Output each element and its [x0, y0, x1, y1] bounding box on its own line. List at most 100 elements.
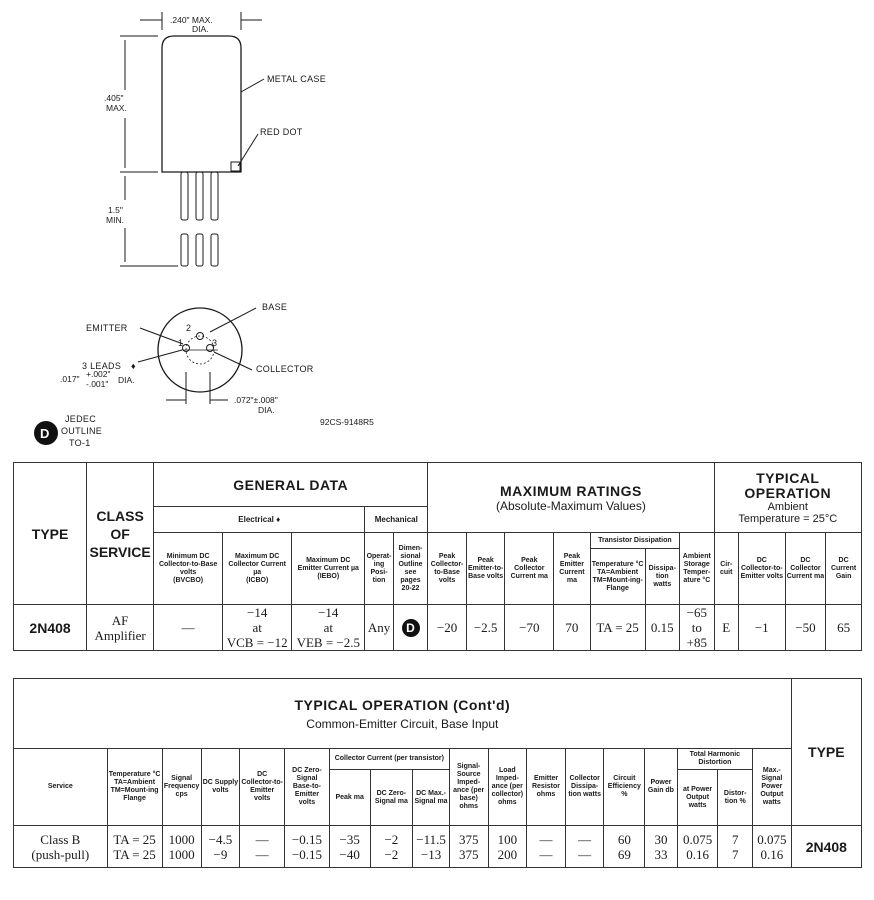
dim-lead: 1.5" [108, 205, 123, 215]
row-peak-eb: −2.5 [465, 604, 506, 651]
dim-height-max: MAX. [106, 103, 127, 113]
row-coll-diss: —— [564, 825, 605, 868]
lead-dia: .017" [60, 374, 80, 384]
row-bvcbo: — [153, 604, 224, 651]
base-label: BASE [262, 302, 287, 312]
type-header: TYPE [12, 462, 88, 605]
col-freq: Signal Frequency cps [161, 748, 202, 826]
metal-case [161, 35, 242, 173]
col-max: DC Max.-Signal ma [412, 769, 450, 826]
col-outline: Dimen-sional Outline see pages 20-22 [392, 532, 429, 605]
transistor-dissipation-header: Transistor Dissipation [589, 532, 681, 549]
col-iebo: Maximum DC Emitter Current µa(IEBO) [291, 532, 366, 605]
dim-lead-min: MIN. [106, 215, 124, 225]
row-outline: D [392, 604, 429, 651]
row-peak-cb: −20 [427, 604, 467, 651]
col-max-power: Max.-Signal Power Output watts [752, 748, 792, 826]
col-supply: DC Supply volts [200, 748, 241, 826]
col-icbo: Maximum DC Collector Current µa(ICBO) [222, 532, 293, 605]
dim-width: .240" MAX. [170, 15, 213, 25]
outline-d-icon: D [401, 618, 420, 637]
col-vce: DC Collector-to-Emitter volts [737, 532, 786, 605]
col-vce-2: DC Collector-to-Emitter volts [239, 748, 286, 826]
outline-drawing: .240" MAX. DIA. .405" MAX. 1.5" MIN. MET… [34, 12, 374, 448]
row-vbe: −0.15−0.15 [284, 825, 330, 868]
mechanical-header: Mechanical [364, 506, 429, 533]
col-vbe: DC Zero-Signal Base-to-Emitter volts [284, 748, 330, 826]
jedec-line-2: OUTLINE [61, 426, 102, 436]
row-temp: TA = 25 [589, 604, 646, 651]
col-temp: Temperature °C TA=Ambient TM=Mount-ing-F… [589, 548, 646, 605]
metal-case-label: METAL CASE [267, 74, 326, 84]
row-peak: −35−40 [328, 825, 371, 868]
typical-op-cont-header: TYPICAL OPERATION (Cont'd) Common-Emitte… [13, 678, 792, 749]
collector-current-header: Collector Current (per transistor) [328, 748, 450, 770]
jedec-badge [34, 421, 58, 445]
row-peak-ie: 70 [553, 604, 591, 651]
row-vce-2: —— [239, 825, 286, 868]
pin-2: 2 [186, 323, 191, 333]
row-emit-res: —— [526, 825, 566, 868]
jedec-line-3: TO-1 [69, 438, 91, 448]
leads-label: 3 LEADS [82, 361, 121, 371]
row-vce: −1 [737, 604, 786, 651]
lead-dia-word: DIA. [118, 375, 135, 385]
col-ic: DC Collector Current ma [784, 532, 827, 605]
pin-circle-dim: .072"±.008" [234, 395, 278, 405]
col-at-power: at Power Output watts [676, 769, 719, 826]
dim-width-dia: DIA. [192, 24, 209, 34]
col-service: Service [13, 748, 108, 826]
col-dissipation: Dissipa-tion watts [644, 548, 681, 605]
row-circuit: E [713, 604, 739, 651]
electrical-header: Electrical ♦ [153, 506, 366, 533]
thd-header: Total Harmonic Distortion [676, 748, 754, 770]
col-peak-ic: Peak Collector Current ma [504, 532, 555, 605]
pin-3: 3 [212, 338, 217, 348]
row-peak-ic: −70 [504, 604, 555, 651]
col-gain: DC Current Gain [825, 532, 862, 605]
red-dot-marker [230, 161, 241, 172]
red-dot-label: RED DOT [260, 127, 303, 137]
col-storage: Ambient Storage Temper-ature °C [679, 532, 715, 605]
general-data-header: GENERAL DATA [153, 462, 429, 507]
col-zero: DC Zero-Signal ma [369, 769, 414, 826]
lead-dia-minus: -.001" [86, 379, 108, 389]
row-position: Any [364, 604, 394, 651]
col-peak: Peak ma [328, 769, 371, 826]
drawing-number: 92CS-9148R5 [320, 417, 374, 427]
row-dissipation: 0.15 [644, 604, 681, 651]
diamond-icon: ♦ [131, 361, 136, 371]
typical-op-header: TYPICAL OPERATION Ambient Temperature = … [713, 462, 863, 533]
col-distortion: Distor-tion % [717, 769, 753, 826]
col-coll-diss: Collector Dissipa-tion watts [564, 748, 605, 826]
col-peak-cb: Peak Collector-to-Base volts [427, 532, 467, 605]
row-supply: −4.5−9 [200, 825, 241, 868]
col-load-imp: Load Imped-ance (per collector) ohms [487, 748, 528, 826]
row-zero: −2−2 [369, 825, 414, 868]
col-position: Operat-ing Posi-tion [364, 532, 394, 605]
col-circuit: Cir-cuit [713, 532, 739, 605]
max-ratings-header: MAXIMUM RATINGS (Absolute-Maximum Values… [427, 462, 715, 533]
col-emit-res: Emitter Resistor ohms [526, 748, 566, 826]
pin-circle-dia: DIA. [258, 405, 275, 415]
type-header-2: TYPE [790, 678, 863, 826]
col-temp-2: Temperature °C TA=Ambient TM=Mount-ing F… [106, 748, 163, 826]
col-bvcbo: Minimum DC Collector-to-Base volts(BVCBO… [153, 532, 224, 605]
lead-dia-plus: +.002" [86, 369, 111, 379]
col-src-imp: Signal-Source Imped-ance (per base) ohms [448, 748, 489, 826]
row-gain: 65 [825, 604, 862, 651]
